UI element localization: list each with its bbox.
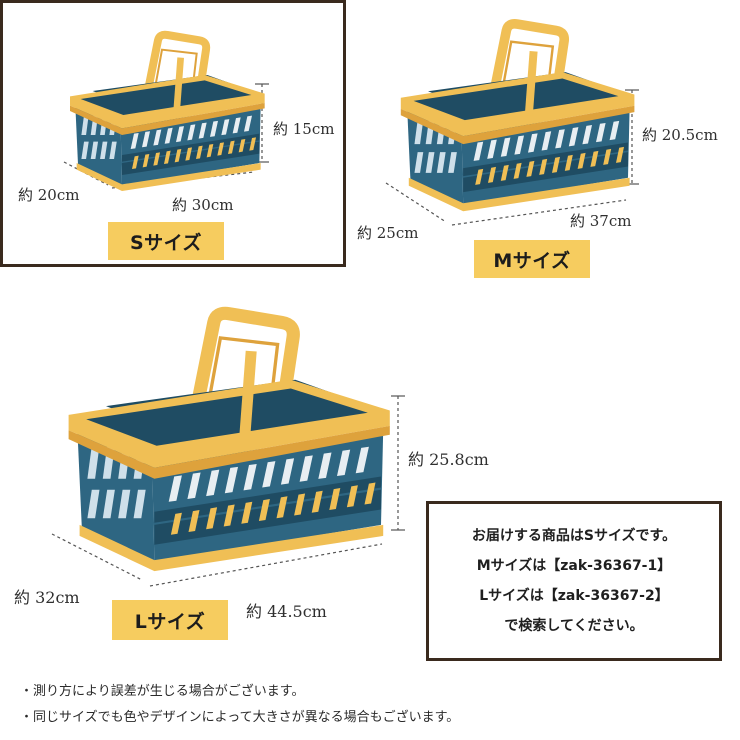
notice-line-3: Lサイズは【zak-36367-2】 bbox=[479, 588, 669, 604]
selected-size-frame bbox=[0, 0, 346, 267]
footnote-1: ・測り方により誤差が生じる場合がございます。 bbox=[20, 684, 305, 699]
large-width-label: 約 44.5cm bbox=[246, 602, 327, 621]
basket-small-image bbox=[70, 30, 265, 191]
medium-height-label: 約 20.5cm bbox=[642, 126, 718, 144]
medium-depth-label: 約 25cm bbox=[357, 224, 419, 242]
medium-size-badge: Mサイズ bbox=[474, 240, 590, 278]
footnote-2: ・同じサイズでも色やデザインによって大きさが異なる場合もございます。 bbox=[20, 710, 460, 725]
large-size-badge: Lサイズ bbox=[112, 600, 228, 640]
small-depth-label: 約 20cm bbox=[18, 186, 80, 204]
large-height-label: 約 25.8cm bbox=[408, 450, 489, 469]
small-width-label: 約 30cm bbox=[172, 196, 234, 214]
small-height-label: 約 15cm bbox=[273, 120, 335, 138]
notice-box: お届けする商品はSサイズです。 Mサイズは【zak-36367-1】 Lサイズは… bbox=[426, 501, 722, 661]
medium-width-label: 約 37cm bbox=[570, 212, 632, 230]
small-size-badge: Sサイズ bbox=[108, 222, 224, 260]
notice-line-4: で検索してください。 bbox=[504, 618, 644, 634]
basket-large-image bbox=[68, 306, 390, 572]
large-depth-label: 約 32cm bbox=[14, 588, 80, 607]
notice-line-1: お届けする商品はSサイズです。 bbox=[471, 528, 677, 544]
notice-line-2: Mサイズは【zak-36367-1】 bbox=[476, 558, 672, 574]
basket-medium-image bbox=[400, 19, 635, 212]
